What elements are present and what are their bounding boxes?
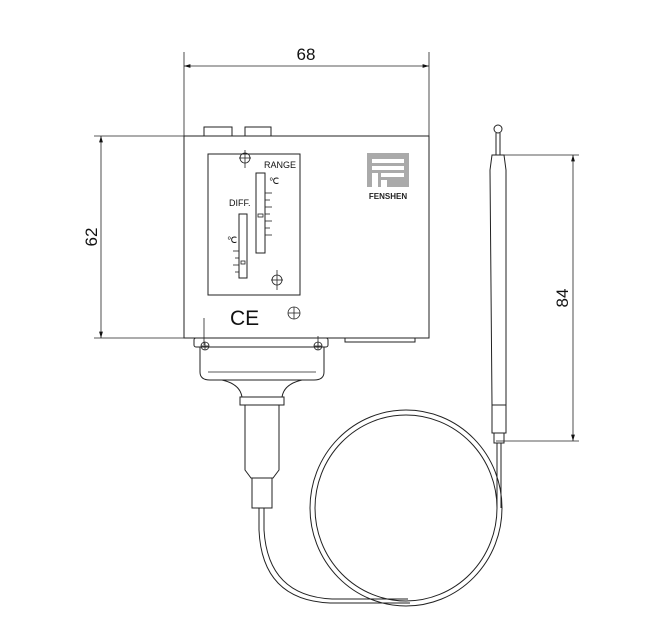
diff-scale-indicator [240, 260, 246, 265]
brand-name: FENSHEN [369, 192, 407, 201]
diff-label: DIFF. [229, 198, 251, 208]
range-scale-ticks [265, 192, 272, 236]
bulb-length-dimension: 84 [496, 154, 579, 442]
diff-screw-icon [271, 270, 283, 290]
ce-mark: CE [230, 307, 259, 330]
height-dimension-label: 62 [82, 228, 101, 247]
width-dimension-label: 68 [297, 45, 316, 64]
range-label: RANGE [264, 160, 296, 170]
width-dimension: 68 [183, 45, 430, 136]
diff-scale-bar [238, 213, 248, 279]
range-scale-indicator [257, 213, 264, 218]
fenshen-logo: FENSHEN [367, 153, 409, 201]
bellows-connection [193, 318, 329, 509]
capillary-tube [258, 409, 503, 607]
range-screw-icon [239, 150, 251, 168]
range-unit-label: ℃ [269, 176, 279, 186]
sensing-bulb [489, 124, 507, 508]
diff-unit-label: ℃ [227, 235, 237, 245]
range-scale-bar [255, 172, 266, 254]
bulb-length-dimension-label: 84 [553, 289, 572, 308]
ground-screw-icon [287, 306, 301, 320]
left-mount-screw-icon [200, 341, 210, 351]
scale-window: RANGE ℃ DIFF. ℃ [207, 150, 301, 296]
height-dimension: 62 [82, 135, 200, 339]
diff-scale-ticks [233, 250, 239, 273]
right-mount-screw-icon [313, 341, 323, 351]
